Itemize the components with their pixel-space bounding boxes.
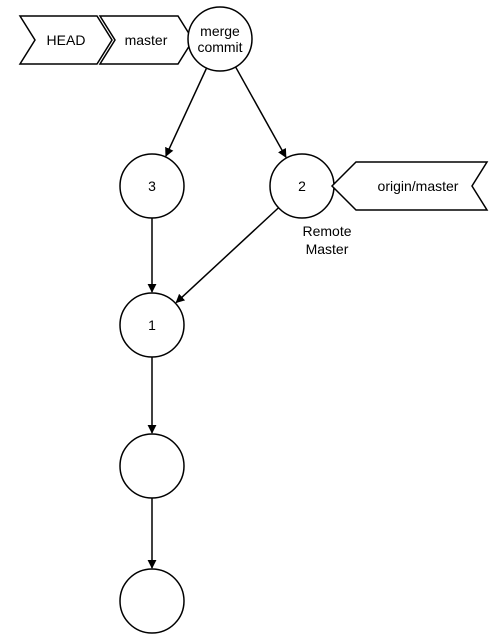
edge-merge-to-c3	[165, 67, 208, 157]
remote-master-annotation-line1: Remote	[302, 223, 351, 239]
commit-unlabeled-node-2[interactable]	[119, 568, 185, 634]
merge-commit-node[interactable]: merge commit	[187, 6, 253, 72]
commit-2-node[interactable]: 2	[269, 153, 335, 219]
commit-3-label: 3	[148, 178, 156, 194]
edge-merge-to-c2	[234, 66, 287, 158]
edge-c2-to-c1	[175, 207, 280, 304]
head-ref-tag[interactable]: HEAD	[18, 15, 113, 65]
remote-master-annotation-line2: Master	[306, 241, 349, 257]
merge-commit-label-line1: merge	[200, 23, 240, 39]
commit-unlabeled-node-1[interactable]	[119, 433, 185, 499]
commit-3-node[interactable]: 3	[119, 153, 185, 219]
commit-2-label: 2	[298, 178, 306, 194]
commit-1-label: 1	[148, 317, 156, 333]
commit-1-node[interactable]: 1	[119, 292, 185, 358]
head-label: HEAD	[47, 32, 86, 48]
origin-master-label: origin/master	[378, 178, 459, 194]
origin-master-tag[interactable]: origin/master	[330, 161, 489, 211]
master-branch-tag[interactable]: master	[98, 15, 194, 65]
master-label: master	[125, 32, 168, 48]
edges-group	[147, 66, 287, 569]
merge-commit-label-line2: commit	[197, 39, 242, 55]
